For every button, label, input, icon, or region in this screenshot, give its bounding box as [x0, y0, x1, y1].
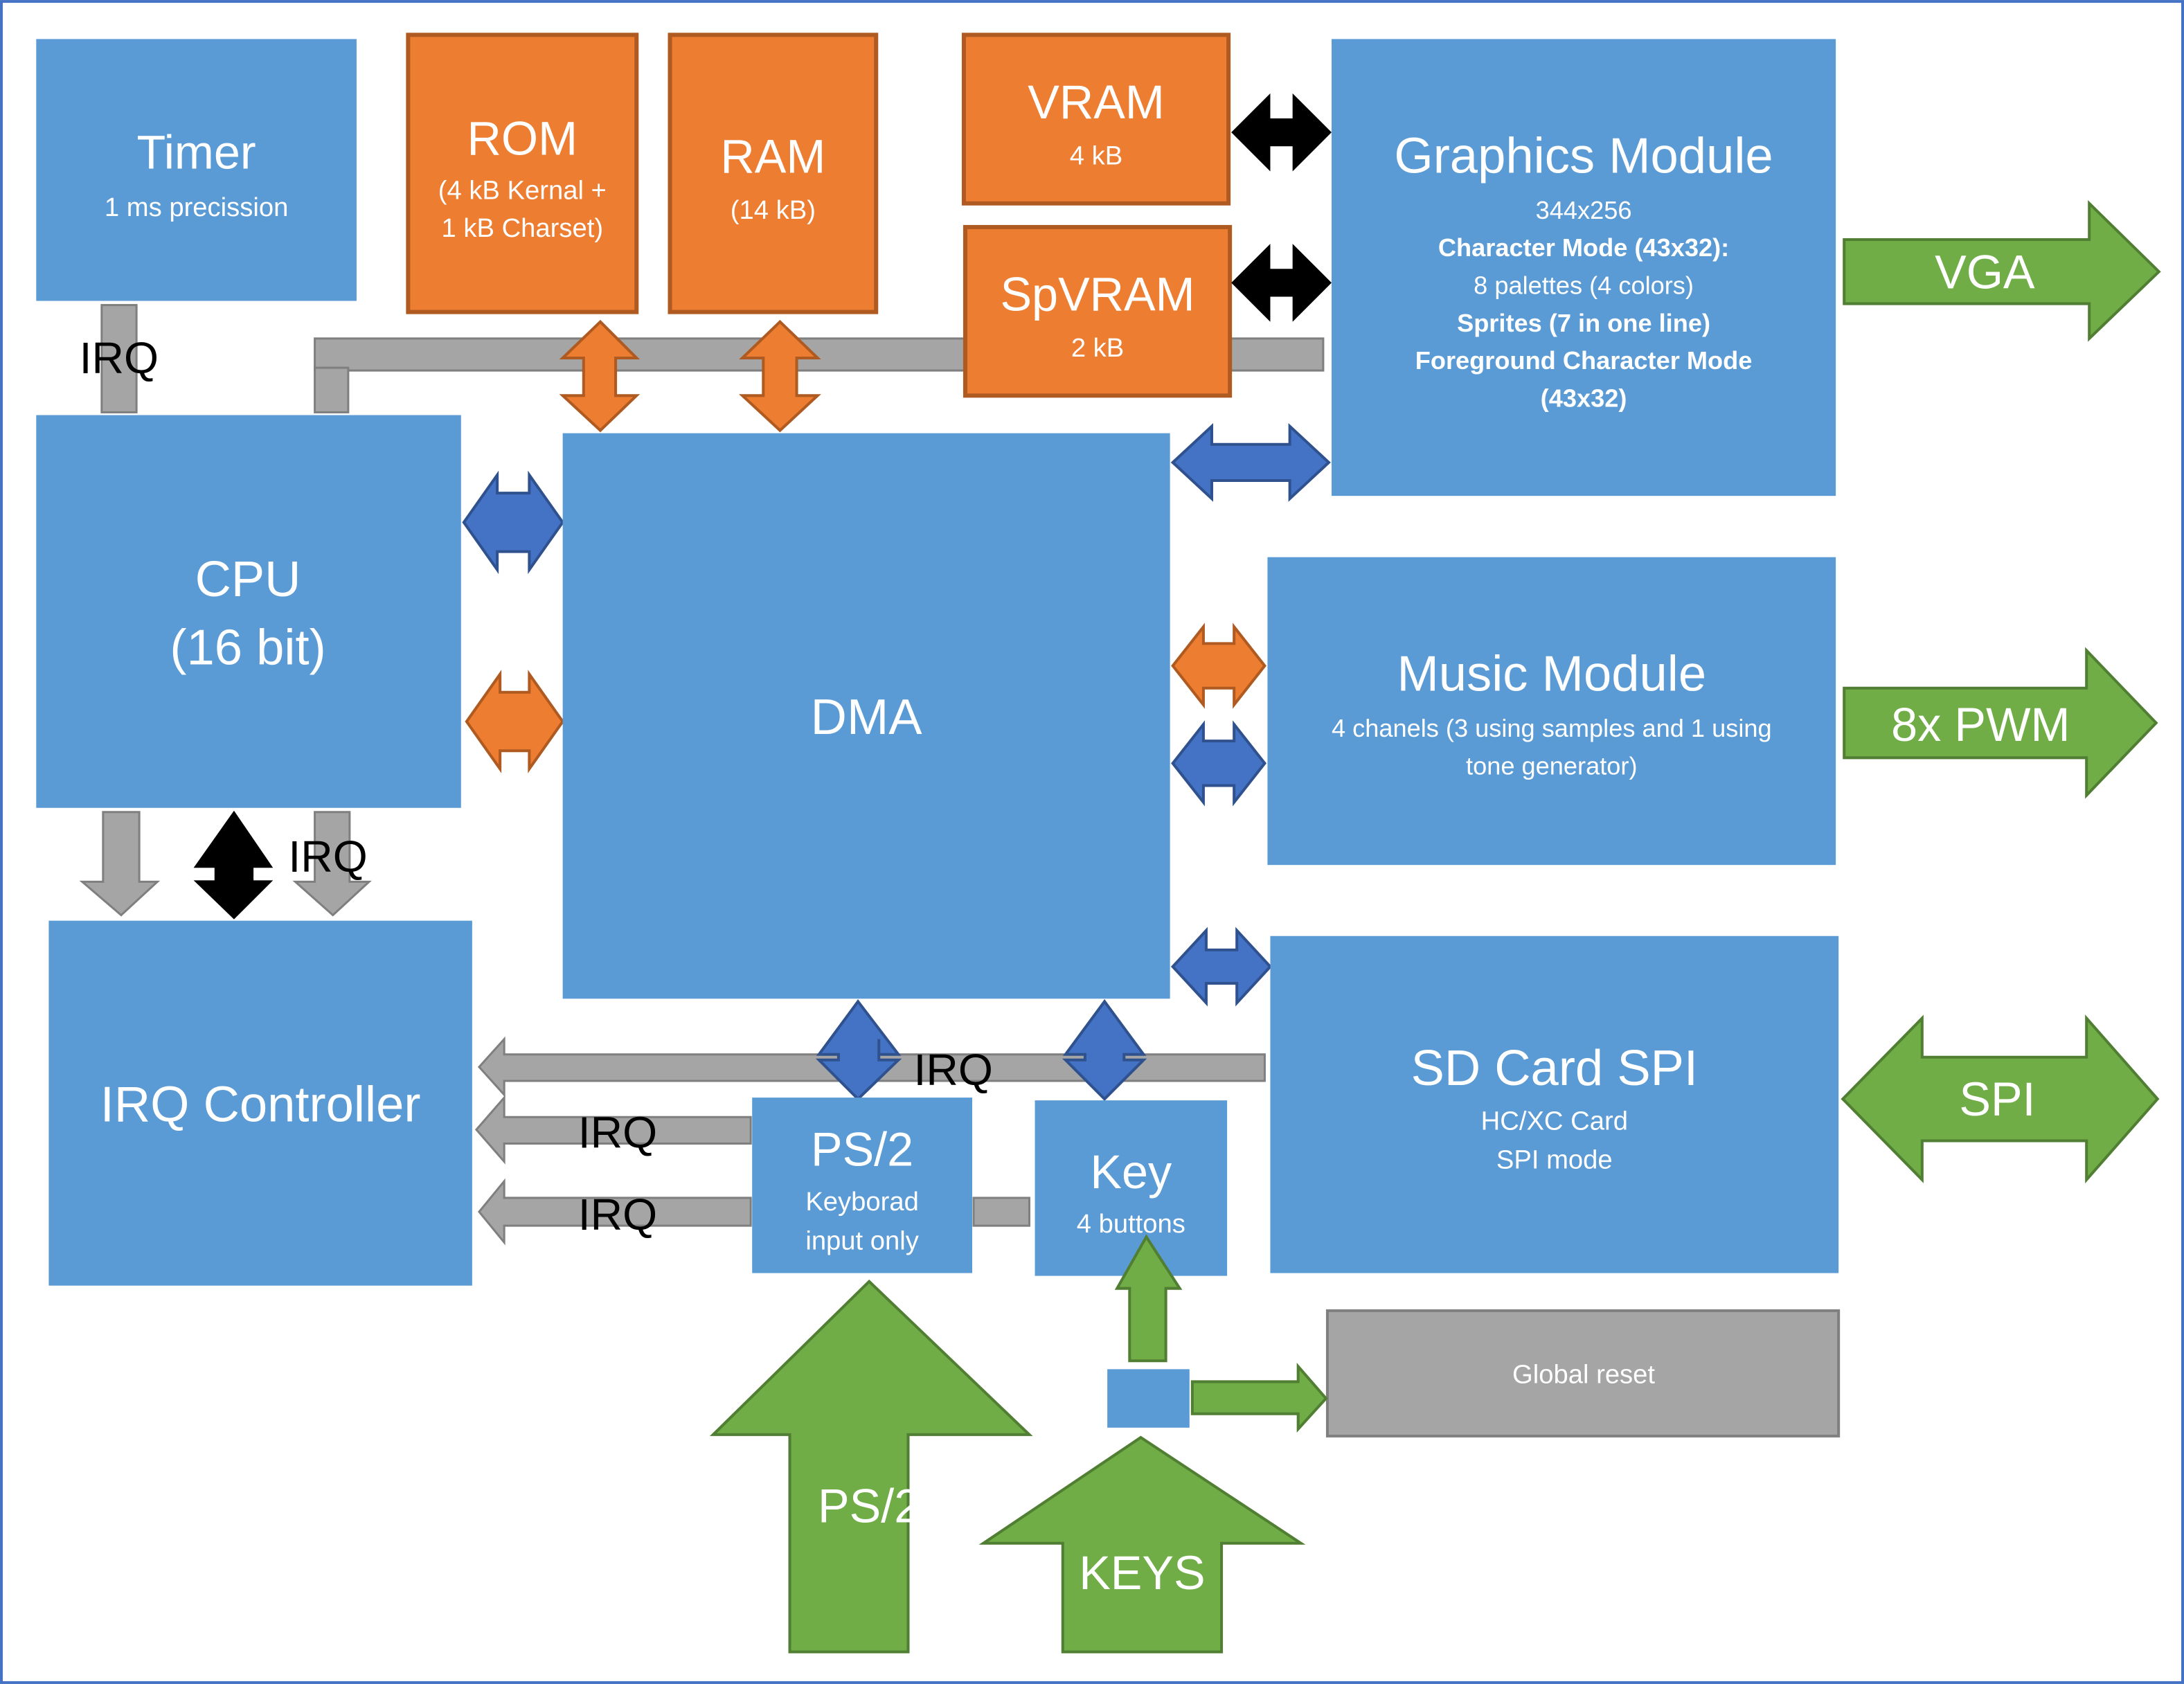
key-subtitle: 4 buttons: [1077, 1209, 1185, 1239]
cpu-subtitle: (16 bit): [170, 620, 325, 676]
dma-ps2-arrow: [815, 998, 902, 1101]
cpu-block: CPU (16 bit): [36, 415, 461, 808]
timer-subtitle: 1 ms precission: [105, 192, 288, 222]
key-irq-arrow: [477, 1178, 752, 1246]
ram-dma-arrow: [738, 319, 821, 433]
music-subtitle-1: 4 chanels (3 using samples and 1 using: [1332, 714, 1772, 742]
dma-title: DMA: [811, 689, 923, 745]
cpu-irq-controller-arrow: [193, 810, 274, 920]
spvram-subtitle: 2 kB: [1071, 333, 1124, 363]
keys-input-arrow: KEYS: [978, 1435, 1306, 1654]
spvram-graphics-arrow: [1231, 244, 1332, 322]
cpu-title: CPU: [195, 551, 301, 607]
music-subtitle-2: tone generator): [1466, 751, 1637, 780]
timer-block: Timer 1 ms precission: [36, 39, 357, 301]
ps2-title: PS/2: [811, 1124, 913, 1176]
irq-controller-title: IRQ Controller: [100, 1076, 421, 1132]
rom-block: ROM (4 kB Kernal + 1 kB Charset): [406, 33, 639, 314]
graphics-line-5: Foreground Character Mode: [1415, 346, 1753, 375]
dma-music-address-arrow: [1171, 622, 1266, 709]
pwm-label: 8x PWM: [1891, 699, 2070, 751]
timer-irq-label: IRQ: [80, 333, 159, 383]
graphics-line-3: 8 palettes (4 colors): [1474, 271, 1694, 299]
cpu-irq-label: IRQ: [288, 832, 367, 881]
rom-subtitle-1: (4 kB Kernal +: [438, 176, 607, 206]
ps2-irq-arrow: [474, 1095, 752, 1165]
vga-output-arrow: VGA: [1843, 199, 2161, 342]
music-title: Music Module: [1397, 646, 1706, 702]
dma-graphics-arrow: [1170, 422, 1331, 502]
key-ps2-link: [972, 1197, 1030, 1227]
rom-subtitle-2: 1 kB Charset): [442, 213, 604, 243]
sd-card-subtitle-1: HC/XC Card: [1481, 1106, 1628, 1136]
keys-splitter-node: [1107, 1369, 1190, 1428]
key-title: Key: [1090, 1146, 1172, 1199]
ps2-input-label: PS/2: [818, 1480, 920, 1533]
ps2-subtitle-1: Keyborad: [805, 1187, 919, 1217]
ram-subtitle: (14 kB): [731, 195, 816, 225]
rom-dma-arrow: [559, 319, 641, 433]
timer-irq-line: [100, 304, 138, 413]
keys-input-label: KEYS: [1079, 1547, 1205, 1600]
graphics-module-block: Graphics Module 344x256 Character Mode (…: [1331, 39, 1836, 496]
pwm-output-arrow: 8x PWM: [1843, 647, 2158, 799]
dma-music-data-arrow: [1171, 720, 1266, 807]
timer-title: Timer: [137, 126, 256, 179]
graphics-line-1: 344x256: [1536, 196, 1632, 224]
global-reset-title: Global reset: [1512, 1359, 1655, 1389]
ps2-irq-label: IRQ: [578, 1108, 657, 1158]
global-reset-block: Global reset: [1325, 1309, 1841, 1437]
system-bus-drop: [314, 366, 350, 413]
key-block: Key 4 buttons: [1035, 1100, 1228, 1276]
vram-graphics-arrow: [1231, 93, 1332, 172]
sd-card-title: SD Card SPI: [1411, 1040, 1698, 1096]
graphics-line-2: Character Mode (43x32):: [1438, 233, 1729, 262]
ps2-subtitle-2: input only: [805, 1226, 919, 1255]
keys-to-reset-arrow: [1190, 1362, 1328, 1433]
spvram-block: SpVRAM 2 kB: [963, 224, 1233, 398]
bus-irq-label: IRQ: [914, 1045, 993, 1095]
vram-title: VRAM: [1028, 76, 1165, 129]
spi-label: SPI: [1959, 1073, 2035, 1126]
ps2-input-arrow: PS/2: [709, 1279, 1033, 1654]
graphics-line-4: Sprites (7 in one line): [1457, 309, 1710, 337]
graphics-line-6: (43x32): [1541, 384, 1627, 412]
graphics-title: Graphics Module: [1394, 127, 1773, 183]
sd-card-subtitle-2: SPI mode: [1496, 1145, 1613, 1175]
vram-block: VRAM 4 kB: [961, 33, 1231, 206]
spvram-title: SpVRAM: [1000, 269, 1194, 321]
vram-subtitle: 4 kB: [1070, 141, 1122, 170]
keys-to-key-arrow: [1114, 1234, 1183, 1363]
dma-key-arrow: [1062, 998, 1147, 1101]
rom-title: ROM: [467, 112, 578, 165]
sd-card-block: SD Card SPI HC/XC Card SPI mode: [1270, 935, 1839, 1273]
ram-title: RAM: [720, 130, 825, 183]
ps2-block: PS/2 Keyborad input only: [752, 1098, 973, 1273]
key-irq-label: IRQ: [578, 1190, 657, 1239]
dma-block: DMA: [562, 433, 1170, 999]
ram-block: RAM (14 kB): [668, 33, 879, 314]
cpu-irq-down-arrow-right: [292, 811, 372, 917]
vga-label: VGA: [1935, 246, 2035, 298]
irq-controller-block: IRQ Controller: [48, 920, 472, 1286]
cpu-irq-down-arrow-left: [79, 811, 161, 917]
spi-io-arrow: SPI: [1841, 1014, 2160, 1184]
music-module-block: Music Module 4 chanels (3 using samples …: [1267, 557, 1836, 866]
